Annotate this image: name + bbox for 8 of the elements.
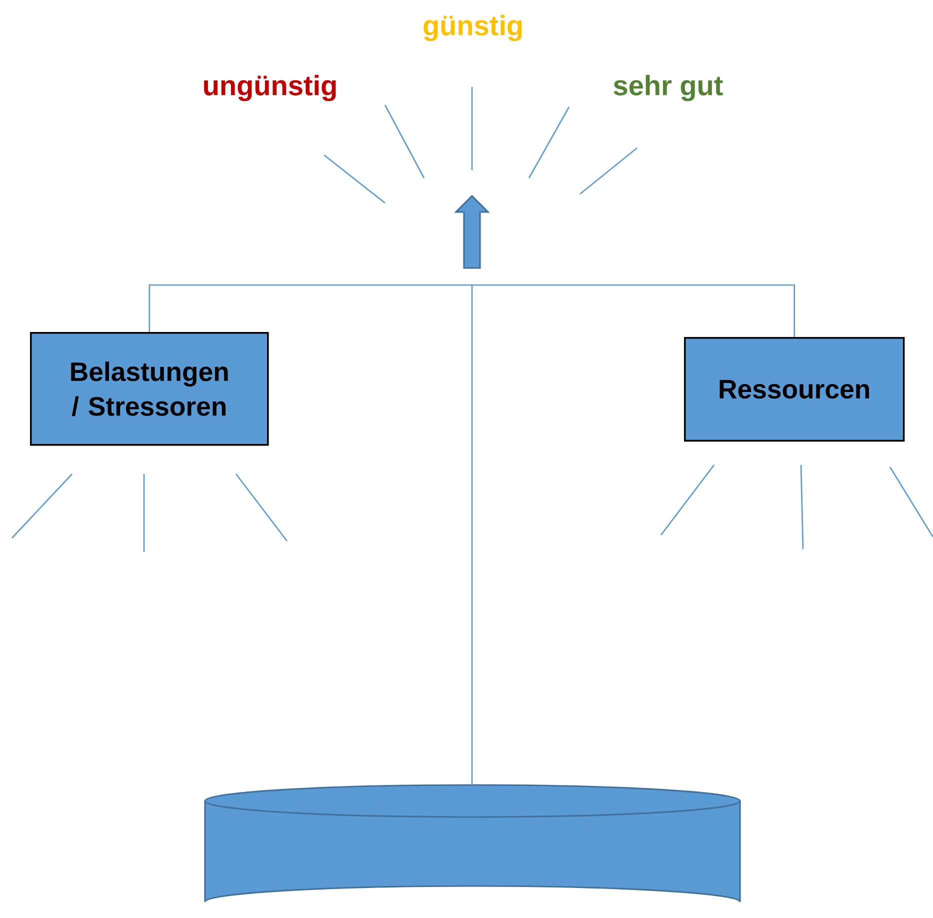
text-box: Belastungen / Stressoren [30,332,269,446]
cylinder-base [204,784,741,903]
connector-line [471,285,473,785]
text-box: Ressourcen [684,337,905,442]
connector-line [148,284,795,337]
rating-label: ungünstig [204,74,336,102]
rating-label: sehr gut [614,74,723,102]
rating-label: günstig [424,14,522,42]
